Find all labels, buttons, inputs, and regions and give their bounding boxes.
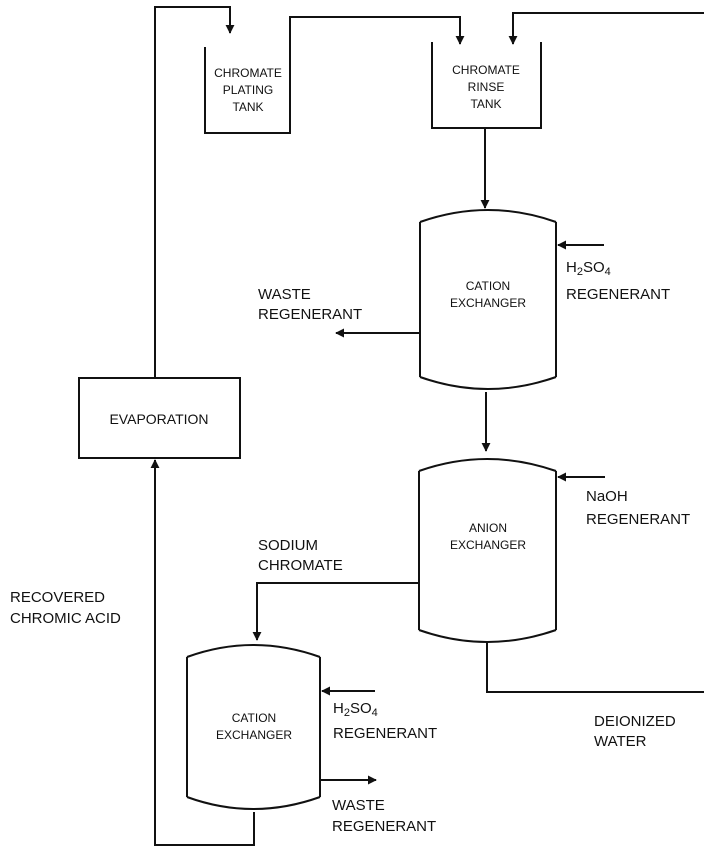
recovered-acid-to-evaporation-arrow: [150, 459, 255, 846]
deionized-water-label-line1: DEIONIZED: [594, 713, 676, 730]
cation-exchanger-1-bottom: [419, 376, 557, 390]
evaporation-to-plating-arrow: [154, 6, 235, 378]
cation-2-regenerant-formula: H2SO4: [333, 700, 378, 719]
cation-2-waste-label-line2: REGENERANT: [332, 818, 436, 835]
evaporation-label: EVAPORATION: [109, 411, 208, 427]
sodium-chromate-label-line2: CHROMATE: [258, 557, 343, 574]
rinse-tank-outline: [431, 42, 542, 129]
cation-exchanger-2-label-line1: CATION: [232, 711, 276, 725]
anion-regenerant-formula: NaOH: [586, 488, 628, 505]
cation-1-waste-label-line1: WASTE: [258, 286, 311, 303]
cation-exchanger-2-top: [186, 644, 321, 658]
plating-to-rinse-arrow: [289, 16, 465, 47]
sodium-chromate-label-line1: SODIUM: [258, 537, 318, 554]
cation-exchanger-1-label-line2: EXCHANGER: [450, 296, 526, 310]
deionized-water-label-line2: WATER: [594, 733, 647, 750]
plating-tank-label-line3: TANK: [232, 100, 263, 114]
cation-exchanger-1-label-line1: CATION: [466, 279, 510, 293]
recovered-acid-label-line1: RECOVERED: [10, 589, 105, 606]
evaporation-box: [78, 377, 241, 459]
anion-regenerant-label: REGENERANT: [586, 511, 690, 528]
plating-tank-label-line1: CHROMATE: [214, 66, 282, 80]
cation-exchanger-1-shell: [419, 222, 557, 377]
anion-exchanger: ANION EXCHANGER: [418, 458, 557, 643]
fresh-water-inlet-arrow: [508, 12, 704, 45]
cation-1-regenerant-formula: H2SO4: [566, 259, 611, 278]
cation-2-regenerant-label: REGENERANT: [333, 725, 437, 742]
anion-exchanger-shell: [418, 471, 557, 630]
cation-2-waste-label-line1: WASTE: [332, 797, 385, 814]
cation-exchanger-1-top: [419, 209, 557, 223]
cation-exchanger-1: CATION EXCHANGER: [419, 209, 557, 390]
chromate-plating-tank: CHROMATE PLATING TANK: [204, 47, 291, 134]
rinse-tank-label-line3: TANK: [470, 97, 501, 111]
anion-exchanger-label-line1: ANION: [469, 521, 507, 535]
deionized-water-line: [486, 642, 704, 693]
evaporation-unit: EVAPORATION: [78, 377, 241, 459]
chromate-rinse-tank: CHROMATE RINSE TANK: [431, 42, 542, 129]
plating-tank-outline: [204, 47, 291, 134]
cation-exchanger-2-shell: [186, 657, 321, 797]
cation-1-regenerant-label: REGENERANT: [566, 286, 670, 303]
anion-exchanger-bottom: [418, 629, 557, 643]
recovered-acid-label-line2: CHROMIC ACID: [10, 610, 121, 627]
cation-1-waste-label-line2: REGENERANT: [258, 306, 362, 323]
rinse-tank-label-line2: RINSE: [468, 80, 505, 94]
anion-exchanger-top: [418, 458, 557, 472]
anion-exchanger-label-line2: EXCHANGER: [450, 538, 526, 552]
cation-exchanger-2-bottom: [186, 796, 321, 810]
cation-exchanger-2-label-line2: EXCHANGER: [216, 728, 292, 742]
plating-tank-label-line2: PLATING: [223, 83, 273, 97]
sodium-chromate-arrow: [252, 582, 419, 641]
rinse-tank-label-line1: CHROMATE: [452, 63, 520, 77]
cation-exchanger-2: CATION EXCHANGER: [186, 644, 321, 810]
